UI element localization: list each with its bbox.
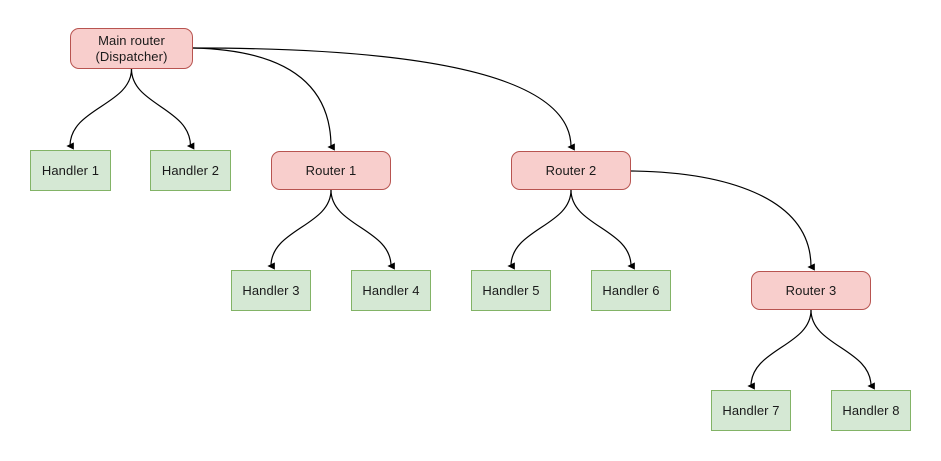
node-label-handler-3: Handler 3 <box>242 282 300 298</box>
node-router-1[interactable]: Router 1 <box>271 151 391 190</box>
node-label-handler-7: Handler 7 <box>722 402 780 418</box>
edge-router-1-to-handler-4 <box>330 189 395 270</box>
node-label-router-1: Router 1 <box>305 162 357 178</box>
node-label-handler-5: Handler 5 <box>482 282 540 298</box>
edge-main-to-handler-1 <box>66 68 133 150</box>
edge-router-1-to-handler-3 <box>267 189 332 270</box>
node-handler-7[interactable]: Handler 7 <box>711 390 791 431</box>
edge-router-2-to-handler-5 <box>507 189 572 270</box>
node-handler-3[interactable]: Handler 3 <box>231 270 311 311</box>
node-handler-2[interactable]: Handler 2 <box>150 150 231 191</box>
node-handler-6[interactable]: Handler 6 <box>591 270 671 311</box>
node-handler-8[interactable]: Handler 8 <box>831 390 911 431</box>
node-label-handler-8: Handler 8 <box>842 402 900 418</box>
node-handler-4[interactable]: Handler 4 <box>351 270 431 311</box>
edges-group <box>66 47 875 390</box>
node-main-router[interactable]: Main router (Dispatcher) <box>70 28 193 69</box>
edge-main-to-handler-2 <box>130 68 195 150</box>
edge-main-to-router-1 <box>192 47 335 151</box>
node-router-2[interactable]: Router 2 <box>511 151 631 190</box>
edge-router-3-to-handler-8 <box>810 309 875 390</box>
node-label-main-router: Main router (Dispatcher) <box>95 32 168 64</box>
node-router-3[interactable]: Router 3 <box>751 271 871 310</box>
node-label-router-3: Router 3 <box>785 282 837 298</box>
node-label-router-2: Router 2 <box>545 162 597 178</box>
node-label-handler-6: Handler 6 <box>602 282 660 298</box>
edge-router-2-to-router-3 <box>630 170 815 271</box>
node-label-handler-1: Handler 1 <box>41 162 100 178</box>
edge-main-to-router-2 <box>192 47 575 151</box>
node-label-handler-4: Handler 4 <box>362 282 420 298</box>
node-handler-5[interactable]: Handler 5 <box>471 270 551 311</box>
node-handler-1[interactable]: Handler 1 <box>30 150 111 191</box>
edge-router-3-to-handler-7 <box>747 309 812 390</box>
edge-router-2-to-handler-6 <box>570 189 635 270</box>
node-label-handler-2: Handler 2 <box>161 162 220 178</box>
